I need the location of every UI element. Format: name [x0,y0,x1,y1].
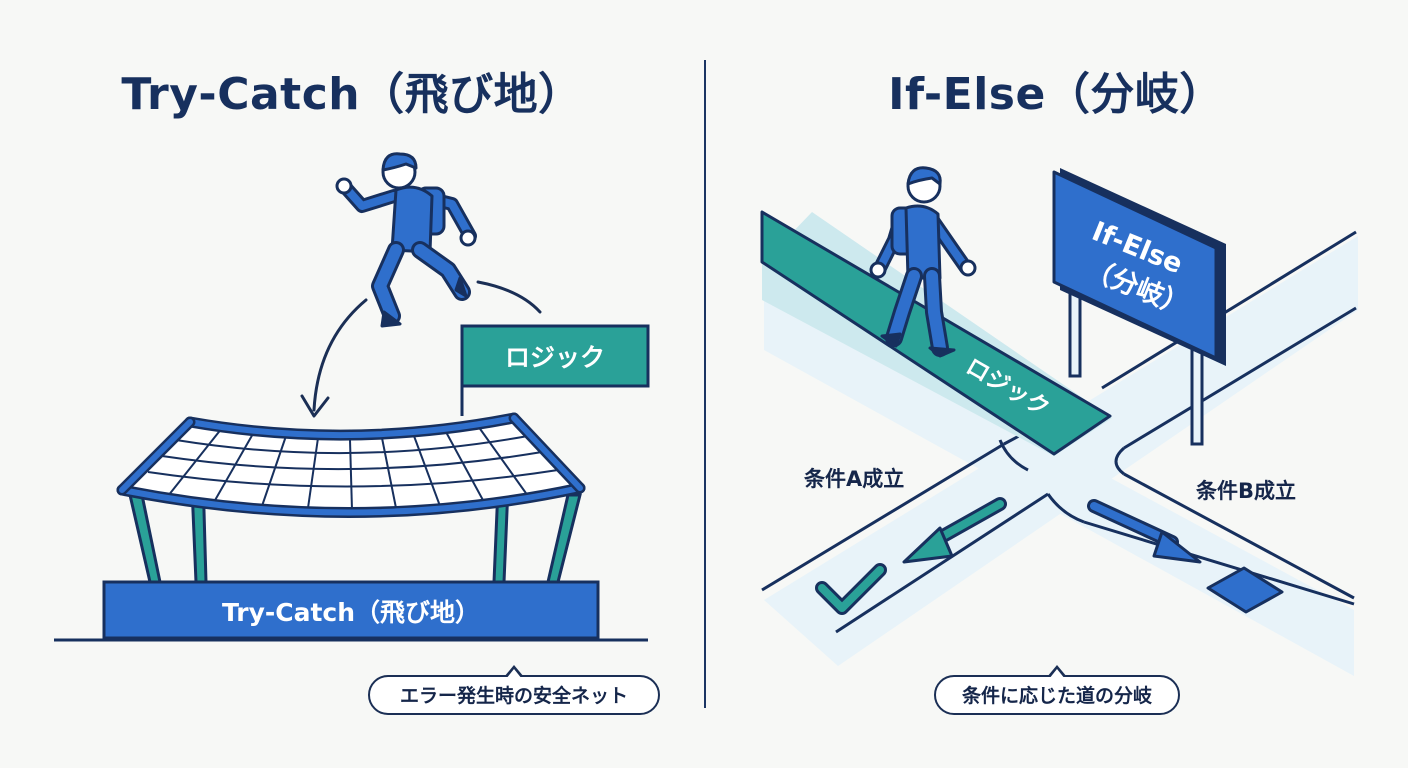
jumping-person-icon [335,152,477,328]
try-catch-callout: エラー発生時の安全ネット [368,665,660,715]
try-catch-title: Try-Catch（飛び地） [121,69,583,120]
walking-person-icon [869,166,977,358]
if-else-callout: 条件に応じた道の分岐 [934,665,1180,715]
try-catch-panel: Try-Catch（飛び地） [121,69,583,120]
if-else-title: If-Else（分岐） [888,69,1224,120]
square-icon [1206,566,1284,614]
panel-divider [704,60,706,708]
jump-arrowhead [300,394,330,418]
condition-b-label: 条件B成立 [1196,479,1296,503]
logic-flag: ロジック [460,324,650,416]
try-catch-platform: Try-Catch（飛び地） [54,580,648,642]
jump-arc-right [476,280,542,314]
jump-arc-left [312,298,368,412]
condition-a-label: 条件A成立 [804,467,904,491]
platform-label: Try-Catch（飛び地） [222,598,480,627]
safety-net-icon [116,412,586,518]
if-else-signpost: If-Else （分岐） [1052,168,1226,446]
if-else-panel: If-Else（分岐） [704,0,1408,768]
try-catch-illustration: ロジック [54,152,650,642]
if-else-illustration: ロジック If-Else （分岐） 条件A成立 条件B成立 [760,166,1358,676]
arrow-to-condition-a [902,497,1007,564]
arrow-to-condition-b [1087,499,1202,564]
logic-flag-label: ロジック [505,343,605,372]
